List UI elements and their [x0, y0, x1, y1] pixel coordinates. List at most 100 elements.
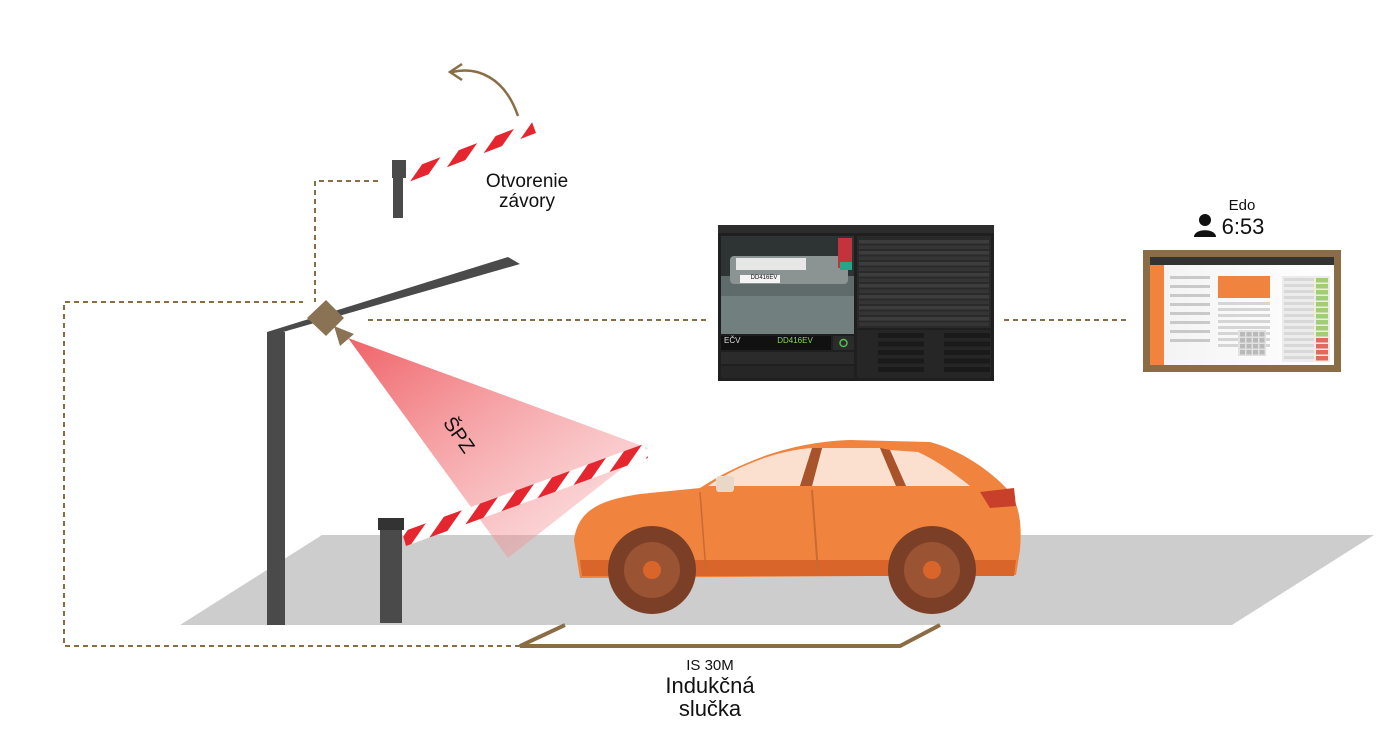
keypad-key [1246, 338, 1252, 343]
table-row [859, 262, 989, 266]
tablet-status-cell [1316, 356, 1328, 361]
tablet-row [1170, 339, 1210, 342]
keypad-key [1259, 350, 1265, 355]
tablet-list-row [1284, 284, 1314, 287]
tablet-row [1170, 330, 1210, 333]
anpr-camera [307, 300, 354, 346]
loop-line1: Indukčná [665, 672, 755, 698]
tablet-status-cell [1316, 350, 1328, 355]
tablet-list-row [1284, 290, 1314, 293]
tablet-list-row [1284, 302, 1314, 305]
keypad-key [1259, 338, 1265, 343]
car [574, 440, 1021, 614]
tablet-list-row [1284, 326, 1314, 329]
table-row [859, 300, 989, 304]
keypad-key [1246, 332, 1252, 337]
tablet-status-cell [1316, 338, 1328, 343]
anpr-software-screen [718, 225, 994, 381]
keypad-key [1253, 350, 1258, 355]
plate-beam [348, 338, 648, 558]
keypad-key [1259, 344, 1265, 349]
tablet-status-cell [1316, 290, 1328, 295]
keypad-key [1240, 332, 1245, 337]
tablet-list-row [1284, 356, 1314, 359]
table-row [859, 251, 989, 255]
keypad-key [1240, 350, 1245, 355]
dashed-connections [63, 180, 1128, 647]
table-row [859, 322, 989, 326]
barrier-open-line2: závory [499, 190, 555, 212]
loop-line2: slučka [678, 695, 742, 721]
tablet-list-row [1284, 308, 1314, 311]
tablet-status-cell [1316, 320, 1328, 325]
tablet-row [1218, 308, 1270, 311]
keypad-key [1246, 350, 1252, 355]
form-field [878, 333, 924, 338]
loop-label: IS 30M Indukčná slučka [640, 658, 780, 720]
tablet-row [1218, 302, 1270, 305]
user-time: 6:53 [1221, 214, 1265, 239]
refresh-icon [839, 338, 848, 348]
table-row [859, 317, 989, 321]
tablet-row [1218, 314, 1270, 317]
barrier-open-label: Otvorenie závory [462, 172, 592, 212]
tablet-status-cell [1316, 302, 1328, 307]
keypad-key [1240, 338, 1245, 343]
plate-value: DD416EV [777, 336, 813, 345]
tablet-row [1170, 285, 1210, 288]
ecv-label: EČV [724, 336, 741, 345]
loop-connection-line [63, 301, 520, 647]
tablet-status-cell [1316, 308, 1328, 313]
keypad-key [1259, 332, 1265, 337]
table-row [859, 273, 989, 277]
tablet-row [1218, 320, 1270, 323]
operator-tablet [1143, 250, 1341, 372]
opened-barrier [392, 62, 536, 218]
form-field [944, 367, 990, 372]
tablet-row [1170, 321, 1210, 324]
tablet-row [1170, 303, 1210, 306]
barrier-connection-line [314, 180, 378, 302]
keypad-key [1253, 344, 1258, 349]
form-field [878, 341, 924, 347]
tablet-list-row [1284, 338, 1314, 341]
tablet-list-row [1284, 344, 1314, 347]
table-row [859, 240, 989, 244]
tablet-list-row [1284, 350, 1314, 353]
refresh-button [833, 336, 854, 350]
tablet-list-row [1284, 314, 1314, 317]
ground-plane [180, 535, 1374, 625]
plate-on-car: DD416EV [750, 275, 778, 281]
tablet-list-row [1284, 278, 1314, 281]
tablet-status-cell [1316, 326, 1328, 331]
tablet-row [1170, 294, 1210, 297]
form-field [944, 333, 990, 338]
loop-model: IS 30M [686, 657, 734, 674]
table-row [859, 289, 989, 293]
user-icon [1194, 214, 1216, 237]
form-field [944, 358, 990, 364]
tablet-status-cell [1316, 332, 1328, 337]
keypad-key [1246, 344, 1252, 349]
barrier-open-line1: Otvorenie [485, 171, 569, 192]
table-row [859, 311, 989, 315]
entry-barrier [378, 444, 648, 623]
tablet-row [1218, 326, 1270, 329]
table-row [859, 245, 989, 249]
form-field [878, 358, 924, 364]
keypad-key [1253, 332, 1258, 337]
tablet-row [1170, 276, 1210, 279]
table-row [859, 267, 989, 271]
tablet-list-row [1284, 320, 1314, 323]
tablet-status-cell [1316, 278, 1328, 283]
induction-loop [519, 623, 941, 648]
car-windows [708, 448, 812, 486]
form-field [878, 367, 924, 372]
tablet-status-cell [1316, 296, 1328, 301]
curved-arrow-icon [451, 69, 520, 117]
tablet-list-row [1284, 296, 1314, 299]
form-field [944, 350, 990, 355]
form-field [878, 350, 924, 355]
tablet-status-cell [1316, 344, 1328, 349]
